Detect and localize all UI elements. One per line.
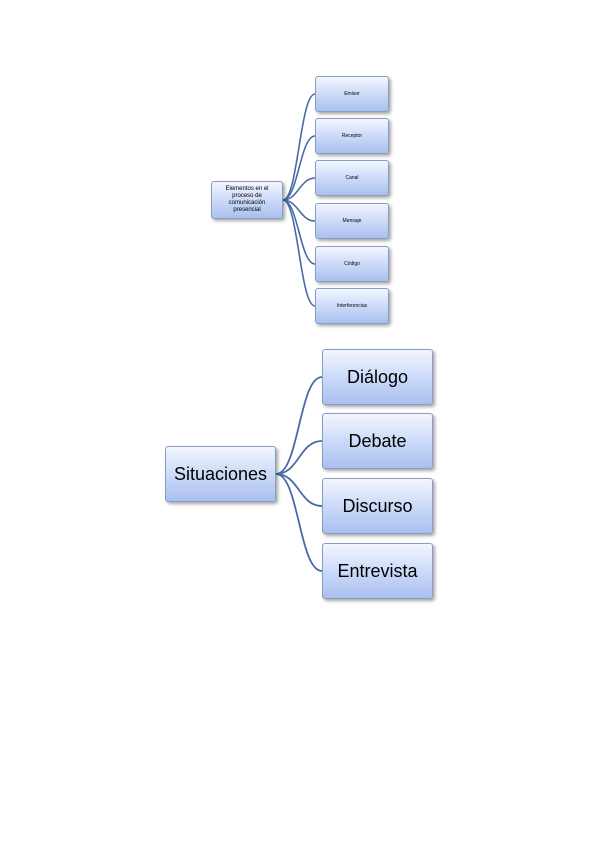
connector-dialogo xyxy=(275,376,323,475)
connectors-situaciones xyxy=(275,376,323,572)
child-node-codigo: Código xyxy=(315,246,389,282)
child-node-discurso: Discurso xyxy=(322,478,433,534)
child-node-mensaje: Mensaje xyxy=(315,203,389,239)
child-node-debate: Debate xyxy=(322,413,433,469)
connector-emisor xyxy=(282,93,316,201)
connector-discurso xyxy=(275,473,323,507)
connector-entrevista xyxy=(275,473,323,572)
child-node-entrevista: Entrevista xyxy=(322,543,433,599)
child-node-receptor: Receptor xyxy=(315,118,389,154)
root-node-elementos: Elementos en el proceso de comunicación … xyxy=(211,181,283,219)
connector-interferencias xyxy=(282,199,316,307)
connector-debate xyxy=(275,440,323,475)
root-node-situaciones: Situaciones xyxy=(165,446,276,502)
child-node-canal: Canal xyxy=(315,160,389,196)
child-node-dialogo: Diálogo xyxy=(322,349,433,405)
child-node-interferencias: Interferencias xyxy=(315,288,389,324)
connector-receptor xyxy=(282,135,316,201)
connectors-elementos xyxy=(282,93,316,307)
child-node-emisor: Emisor xyxy=(315,76,389,112)
connector-canal xyxy=(282,177,316,201)
